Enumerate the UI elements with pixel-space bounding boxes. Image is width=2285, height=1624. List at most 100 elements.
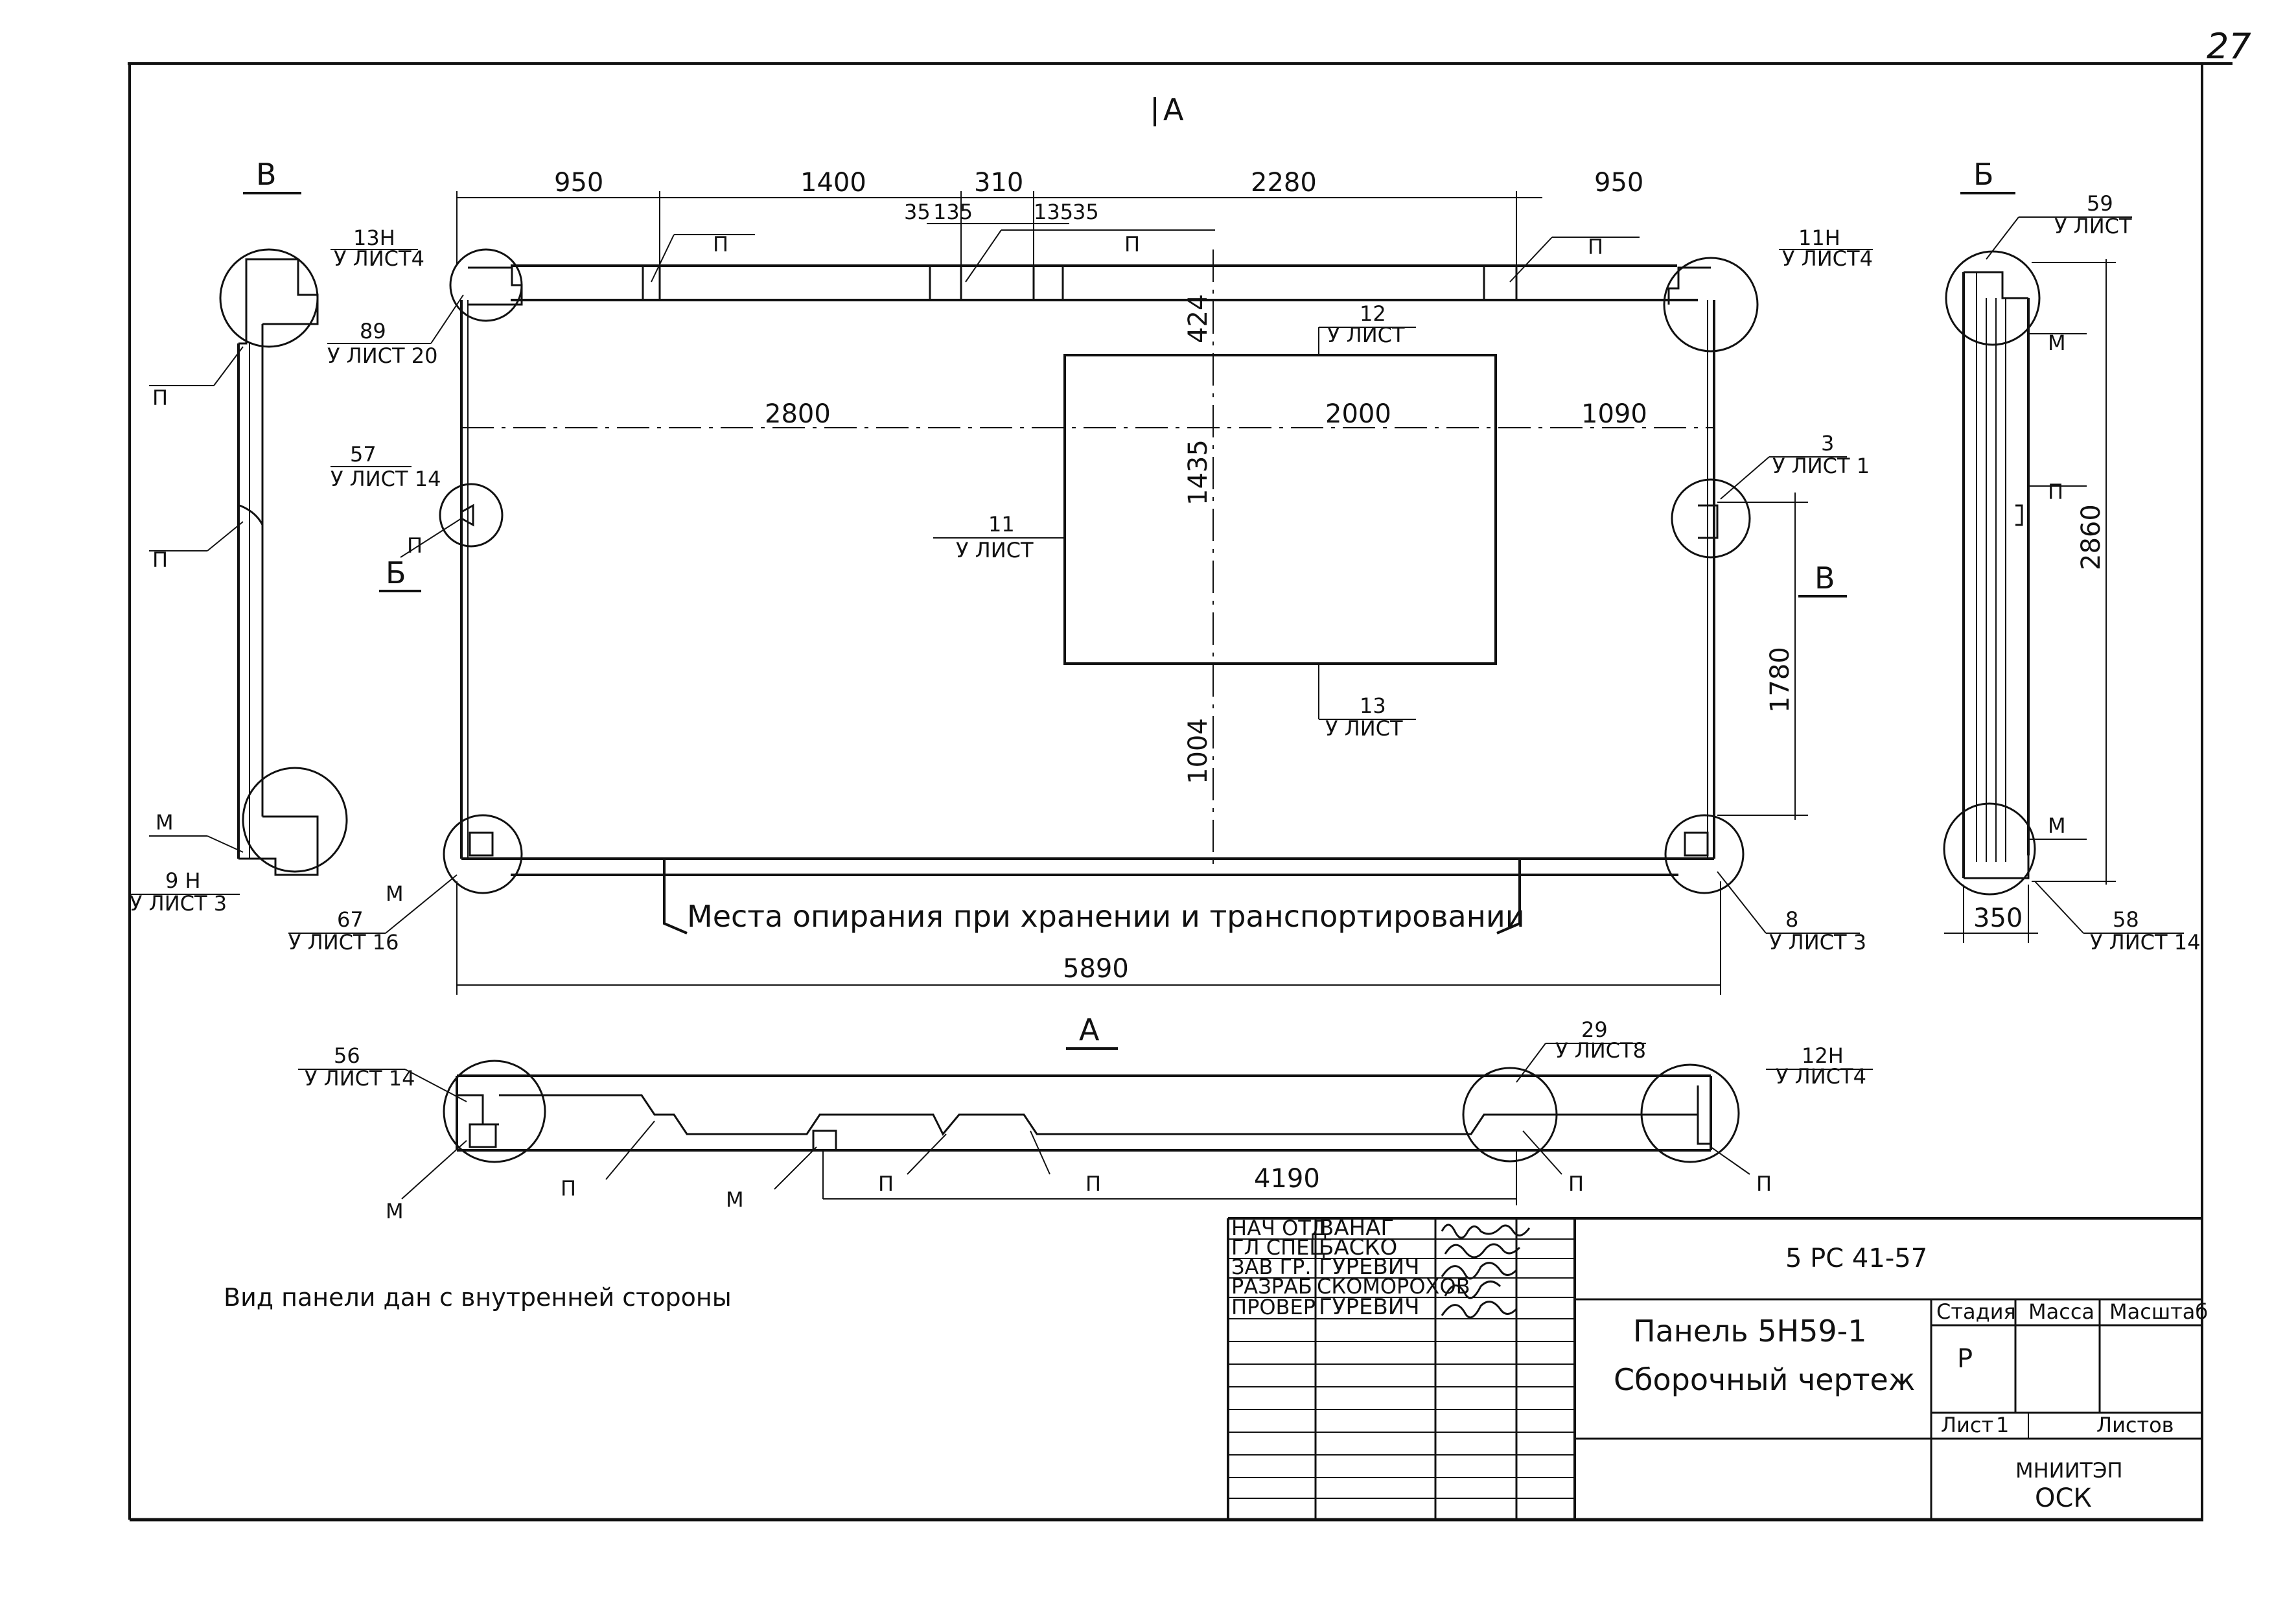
callout-8-num: 8 (1785, 907, 1798, 932)
top-edge-grooves (642, 266, 1518, 300)
tb-role-4: ПРОВЕР (1231, 1295, 1316, 1319)
dim-350: 350 (1973, 903, 2023, 933)
view-a-p-1: П (561, 1176, 576, 1201)
dim-1090: 1090 (1581, 399, 1647, 429)
callout-3-ref: У ЛИСТ 1 (1772, 454, 1870, 478)
callout-9h-num: 9 Н (165, 868, 201, 893)
marker-p-2: П (1124, 232, 1140, 257)
tb-sheet-value: 1 (1996, 1413, 2009, 1437)
callout-59-ref: У ЛИСТ (2054, 214, 2132, 238)
dim-950-left: 950 (554, 168, 603, 198)
section-v-bottom-circle (242, 767, 348, 873)
callout-56-ref: У ЛИСТ 14 (305, 1066, 415, 1091)
section-b-m-top: М (2048, 331, 2066, 355)
callout-3-num: 3 (1821, 431, 1834, 456)
drawing-frame (128, 62, 2233, 1522)
section-b-bottom-circle (1943, 802, 2036, 896)
view-a-direction: А (1154, 92, 1184, 127)
callout-13-num: 13 (1360, 693, 1386, 718)
section-v-m2: М (386, 881, 404, 906)
dim-35-left: 35 (904, 200, 931, 224)
callout-11h-ref: У ЛИСТ4 (1782, 246, 1873, 271)
dim-5890: 5890 (1063, 954, 1129, 984)
callout-13h-ref: У ЛИСТ4 (334, 246, 424, 271)
dim-135-right: 135 (1034, 200, 1073, 224)
dim-4190: 4190 (1254, 1164, 1320, 1194)
title-block: НАЧ ОТД ГЛ СПЕЦ ЗАВ ГР. РАЗРАБ ПРОВЕР ВА… (1227, 1215, 2208, 1520)
dim-424: 424 (1183, 294, 1213, 343)
callout-89-ref: У ЛИСТ 20 (327, 343, 437, 368)
callout-12h-ref: У ЛИСТ4 (1776, 1064, 1866, 1089)
dim-2860: 2860 (2076, 504, 2106, 570)
view-a-p-5: П (1756, 1172, 1772, 1196)
detail-circle-right-mid (1671, 478, 1751, 559)
view-a-arrow-label: А (1163, 92, 1184, 127)
view-a-middle-circle (1462, 1067, 1558, 1163)
callout-89-num: 89 (360, 319, 386, 343)
tb-code: 5 РС 41-57 (1785, 1244, 1927, 1273)
view-a-m-2: М (726, 1187, 744, 1212)
tb-sheets-label: Листов (2096, 1413, 2174, 1437)
tb-name-2: ГУРЕВИЧ (1319, 1254, 1420, 1280)
marker-p-1: П (713, 232, 728, 257)
callout-58-num: 58 (2113, 907, 2139, 932)
tb-stage-label: Стадия (1936, 1299, 2016, 1324)
tb-role-3: РАЗРАБ (1231, 1274, 1312, 1299)
dim-2000: 2000 (1325, 399, 1391, 429)
view-a-title: А (1079, 1012, 1100, 1047)
tb-title-2: Сборочный чертеж (1614, 1362, 1915, 1397)
sheet-number: 27 (2207, 26, 2251, 67)
dim-135-left: 135 (933, 200, 973, 224)
top-dimension-chain: 950 1400 310 2280 950 35 135 135 35 (456, 168, 1643, 266)
dim-1435: 1435 (1183, 439, 1213, 505)
main-panel-view (439, 248, 1759, 934)
dim-2280: 2280 (1251, 168, 1317, 198)
callout-57-ref: У ЛИСТ 14 (331, 467, 441, 491)
tb-sheet-label: Лист (1941, 1413, 1993, 1437)
dim-1400: 1400 (800, 168, 866, 198)
callout-13h-num: 13Н (353, 226, 395, 250)
callout-11-num: 11 (988, 512, 1015, 537)
dim-950-right: 950 (1594, 168, 1643, 198)
general-note: Вид панели дан с внутренней стороны (224, 1283, 732, 1312)
tb-role-0: НАЧ ОТД (1231, 1216, 1327, 1240)
callouts-main: 13Н У ЛИСТ4 89 У ЛИСТ 20 57 У ЛИСТ 14 67… (288, 226, 1873, 955)
callout-11h-num: 11Н (1798, 226, 1840, 250)
view-a-m-left: М (386, 1199, 404, 1224)
tb-role-2: ЗАВ ГР. (1231, 1255, 1312, 1279)
view-a-p-2: П (878, 1172, 894, 1196)
callout-58-ref: У ЛИСТ 14 (2090, 930, 2200, 955)
callout-12h-num: 12Н (1802, 1043, 1844, 1068)
callout-67-ref: У ЛИСТ 16 (288, 930, 399, 955)
support-note-text: Места опирания при хранении и транспорти… (687, 899, 1525, 934)
support-note: Места опирания при хранении и транспорти… (687, 899, 1525, 934)
section-b-m-bottom: М (2048, 813, 2066, 838)
detail-circle-left-mid (439, 483, 504, 548)
section-v-title: В (256, 157, 277, 192)
view-a-right-circle (1640, 1063, 1740, 1163)
marker-p-3: П (1588, 235, 1603, 259)
callout-11-ref: У ЛИСТ (956, 538, 1034, 563)
tb-stage-value: Р (1957, 1344, 1973, 1374)
dim-1004: 1004 (1183, 718, 1213, 784)
dim-1780: 1780 (1765, 647, 1795, 713)
tb-name-0: ВАНАГ (1319, 1215, 1394, 1241)
tb-name-4: ГУРЕВИЧ (1319, 1294, 1420, 1320)
tb-mass-label: Масса (2028, 1299, 2094, 1324)
p-markers-main: П П П П (400, 229, 1640, 558)
dim-310: 310 (974, 168, 1023, 198)
section-v-p-mid: П (152, 548, 168, 572)
section-b-title: Б (1973, 157, 1994, 192)
view-a-p-4: П (1568, 1172, 1584, 1196)
signatures (1441, 1224, 1531, 1319)
section-v-top-circle (219, 248, 319, 348)
callout-29-num: 29 (1581, 1017, 1608, 1042)
tb-name-3: СКОМОРОХОВ (1317, 1274, 1470, 1299)
callout-67-num: 67 (337, 907, 364, 932)
section-v-view: В П П М 9 Н У ЛИСТ 3 М (130, 157, 404, 916)
callout-9h-ref: У ЛИСТ 3 (130, 891, 227, 916)
callout-12-num: 12 (1360, 301, 1386, 326)
detail-circle-bottom-right (1664, 814, 1745, 894)
tb-role-1: ГЛ СПЕЦ (1231, 1235, 1325, 1260)
section-v-label: В (1815, 561, 1835, 596)
